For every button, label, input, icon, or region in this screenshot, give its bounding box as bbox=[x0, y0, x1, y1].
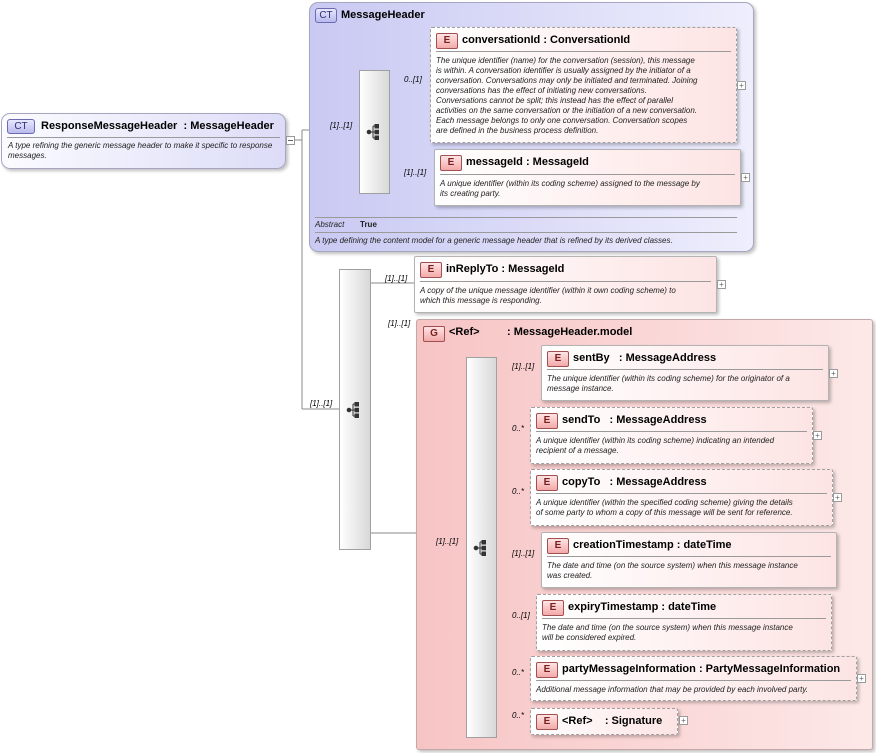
expand-toggle[interactable]: + bbox=[857, 674, 866, 683]
abstract-value: True bbox=[360, 220, 377, 229]
expand-toggle[interactable]: + bbox=[741, 173, 750, 182]
divider bbox=[547, 369, 823, 370]
element-name: <Ref> : Signature bbox=[562, 715, 663, 727]
divider bbox=[440, 174, 735, 175]
element-name: copyTo : MessageAddress bbox=[562, 476, 707, 488]
base-type-name: MessageHeader bbox=[341, 9, 425, 21]
sequence-compositor[interactable] bbox=[466, 357, 497, 738]
cardinality: [1]..[1] bbox=[310, 399, 333, 408]
element-documentation: A unique identifier (within its coding s… bbox=[536, 436, 775, 455]
divider bbox=[315, 232, 737, 233]
group-ref-label: <Ref> bbox=[449, 326, 480, 338]
cardinality: 0..* bbox=[512, 487, 525, 496]
complex-type-icon: CT bbox=[315, 8, 337, 23]
element-name: partyMessageInformation : PartyMessageIn… bbox=[562, 663, 841, 675]
element-icon: E bbox=[536, 413, 558, 429]
expand-toggle[interactable]: + bbox=[679, 716, 688, 725]
element-documentation: A copy of the unique message identifier … bbox=[420, 286, 676, 305]
cardinality: [1]..[1] bbox=[512, 549, 535, 558]
sequence-icon bbox=[473, 539, 486, 556]
element-copyTo[interactable]: E copyTo : MessageAddress A unique ident… bbox=[530, 469, 833, 526]
collapse-toggle[interactable] bbox=[286, 136, 295, 145]
element-name: expiryTimestamp : dateTime bbox=[568, 601, 717, 613]
cardinality: 0..* bbox=[512, 711, 525, 720]
element-name: sentBy : MessageAddress bbox=[573, 352, 717, 364]
element-creationTimestamp[interactable]: E creationTimestamp : dateTime The date … bbox=[541, 532, 837, 588]
element-sendTo[interactable]: E sendTo : MessageAddress A unique ident… bbox=[530, 407, 813, 464]
expand-toggle[interactable]: + bbox=[737, 81, 746, 90]
cardinality: [1]..[1] bbox=[330, 121, 353, 130]
element-documentation: A unique identifier (within the specifie… bbox=[536, 498, 793, 517]
sequence-compositor[interactable] bbox=[339, 269, 371, 550]
divider bbox=[547, 556, 831, 557]
element-icon: E bbox=[536, 475, 558, 491]
divider bbox=[536, 493, 827, 494]
cardinality: [1]..[1] bbox=[385, 274, 408, 283]
element-documentation: The unique identifier (name) for the con… bbox=[436, 56, 698, 135]
element-inReplyTo[interactable]: E inReplyTo : MessageId A copy of the un… bbox=[414, 256, 717, 313]
element-name: sendTo : MessageAddress bbox=[562, 414, 707, 426]
divider bbox=[7, 137, 280, 138]
group-icon: G bbox=[423, 326, 445, 342]
cardinality: 0..* bbox=[512, 668, 525, 677]
expand-toggle[interactable]: + bbox=[717, 280, 726, 289]
divider bbox=[542, 618, 826, 619]
root-documentation: A type refining the generic message head… bbox=[8, 141, 273, 160]
element-documentation: A unique identifier (within its coding s… bbox=[440, 179, 700, 198]
divider bbox=[536, 431, 807, 432]
element-icon: E bbox=[547, 351, 569, 367]
element-documentation: The date and time (on the source system)… bbox=[547, 561, 798, 580]
element-name: conversationId : ConversationId bbox=[462, 34, 631, 46]
element-icon: E bbox=[440, 155, 462, 171]
sequence-icon bbox=[366, 124, 379, 140]
element-icon: E bbox=[542, 600, 564, 616]
element-documentation: The unique identifier (within its coding… bbox=[547, 374, 790, 393]
divider bbox=[536, 680, 851, 681]
cardinality: [1]..[1] bbox=[404, 168, 427, 177]
complex-type-icon: CT bbox=[7, 119, 35, 134]
root-complex-type[interactable]: CT ResponseMessageHeader : MessageHeader… bbox=[1, 113, 286, 169]
element-name: messageId : MessageId bbox=[466, 156, 589, 168]
element-name: creationTimestamp : dateTime bbox=[573, 539, 732, 551]
cardinality: [1]..[1] bbox=[388, 319, 411, 328]
element-icon: E bbox=[536, 714, 558, 730]
element-partyMessageInformation[interactable]: E partyMessageInformation : PartyMessage… bbox=[530, 656, 857, 701]
divider bbox=[315, 217, 737, 218]
element-icon: E bbox=[420, 262, 442, 278]
element-expiryTimestamp[interactable]: E expiryTimestamp : dateTime The date an… bbox=[536, 594, 832, 651]
cardinality: [1]..[1] bbox=[436, 537, 459, 546]
cardinality: 0..* bbox=[512, 424, 525, 433]
cardinality: 0..[1] bbox=[512, 611, 530, 620]
cardinality: [1]..[1] bbox=[512, 362, 535, 371]
cardinality: 0..[1] bbox=[404, 75, 422, 84]
element-sentBy[interactable]: E sentBy : MessageAddress The unique ide… bbox=[541, 345, 829, 401]
element-documentation: Additional message information that may … bbox=[536, 685, 809, 694]
element-icon: E bbox=[436, 33, 458, 49]
element-conversationId[interactable]: E conversationId : ConversationId The un… bbox=[430, 27, 737, 143]
expand-toggle[interactable]: + bbox=[833, 493, 842, 502]
element-messageId[interactable]: E messageId : MessageId A unique identif… bbox=[434, 149, 741, 206]
expand-toggle[interactable]: + bbox=[813, 431, 822, 440]
divider bbox=[436, 51, 731, 52]
element-icon: E bbox=[536, 662, 558, 678]
group-type: : MessageHeader.model bbox=[507, 326, 633, 338]
element-documentation: The date and time (on the source system)… bbox=[542, 623, 793, 642]
element-icon: E bbox=[547, 538, 569, 554]
element-name: inReplyTo : MessageId bbox=[446, 263, 565, 275]
sequence-compositor[interactable] bbox=[359, 70, 390, 194]
root-type-name: ResponseMessageHeader : MessageHeader bbox=[41, 120, 274, 132]
divider bbox=[420, 281, 711, 282]
element-ref-signature[interactable]: E <Ref> : Signature bbox=[530, 708, 678, 735]
base-documentation: A type defining the content model for a … bbox=[315, 236, 673, 245]
expand-toggle[interactable]: + bbox=[829, 369, 838, 378]
abstract-label: Abstract bbox=[315, 220, 345, 229]
sequence-icon bbox=[346, 401, 359, 418]
